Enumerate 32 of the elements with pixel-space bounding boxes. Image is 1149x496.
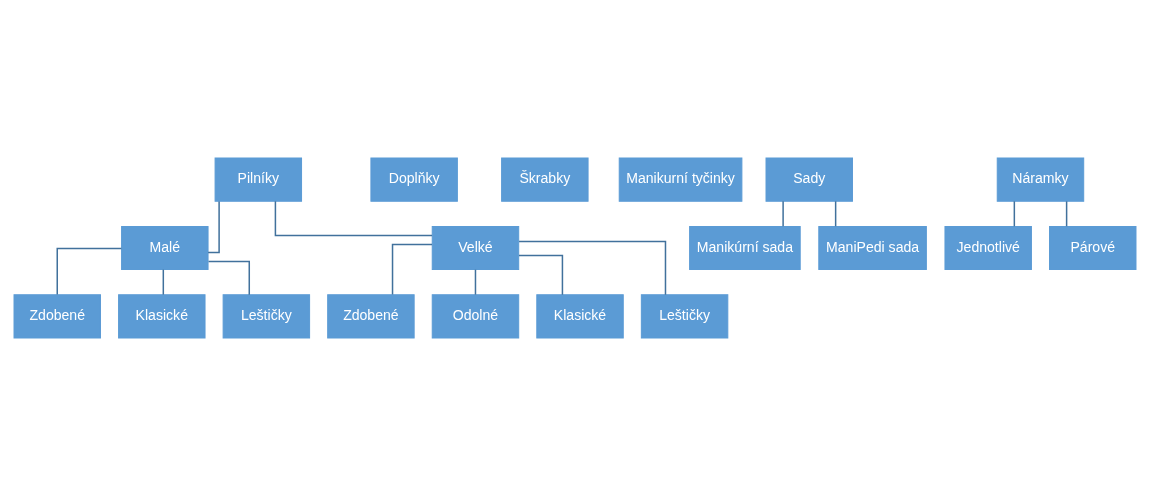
node-box: Doplňky — [369, 157, 458, 202]
node-box: Pilníky — [214, 157, 302, 202]
node-box: Leštičky — [640, 294, 728, 339]
node-box: Sady — [765, 157, 853, 202]
connector — [56, 247, 122, 296]
connector — [207, 260, 250, 296]
node-box: Leštičky — [222, 294, 310, 339]
node-box: Náramky — [996, 157, 1084, 202]
node-box: Jednotlivé — [943, 225, 1032, 271]
connector — [834, 200, 836, 228]
connector — [517, 254, 563, 296]
node-box: Škrabky — [500, 157, 589, 202]
node-box: Manikurní tyčinky — [618, 157, 742, 202]
connector — [391, 243, 433, 296]
node-box: Párové — [1048, 225, 1136, 271]
node-box: Manikúrní sada — [688, 225, 801, 271]
connector — [206, 200, 220, 254]
connector — [781, 200, 784, 228]
node-box: Klasické — [535, 294, 624, 339]
connector — [474, 268, 476, 296]
node-box: Odolné — [431, 294, 519, 339]
node-box: Zdobené — [13, 294, 101, 339]
node-box: Velké — [431, 225, 519, 271]
connector — [162, 268, 164, 296]
node-box: ManiPedi sada — [817, 225, 927, 271]
node-box: Zdobené — [326, 294, 415, 339]
connector — [1065, 200, 1067, 228]
node-box: Klasické — [117, 294, 206, 339]
node-box: Malé — [120, 225, 209, 271]
connector — [1013, 200, 1015, 228]
connector — [274, 200, 433, 237]
connector — [517, 240, 666, 296]
